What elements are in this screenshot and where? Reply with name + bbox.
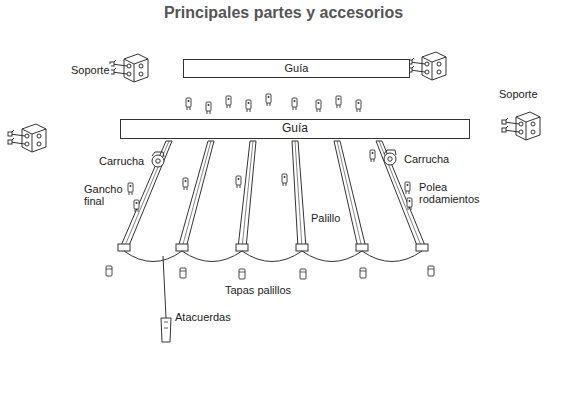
page-title: Principales partes y accesorios: [0, 4, 567, 22]
part-label: Soporte: [70, 64, 111, 76]
rail-label: Guía: [282, 122, 308, 135]
part-label: Atacuerdas: [174, 311, 232, 323]
guide-rail: Guía: [120, 119, 470, 139]
part-label: Soporte: [498, 88, 539, 100]
part-label: Polea rodamientos: [418, 181, 496, 205]
rail-label: Guía: [285, 62, 309, 74]
guide-rail: Guía: [183, 59, 410, 78]
part-label: Palillo: [310, 212, 341, 224]
part-label: Carrucha: [98, 155, 145, 167]
part-label: Carrucha: [403, 153, 450, 165]
part-label: Tapas palillos: [224, 284, 292, 296]
part-label: Gancho final: [83, 183, 127, 207]
